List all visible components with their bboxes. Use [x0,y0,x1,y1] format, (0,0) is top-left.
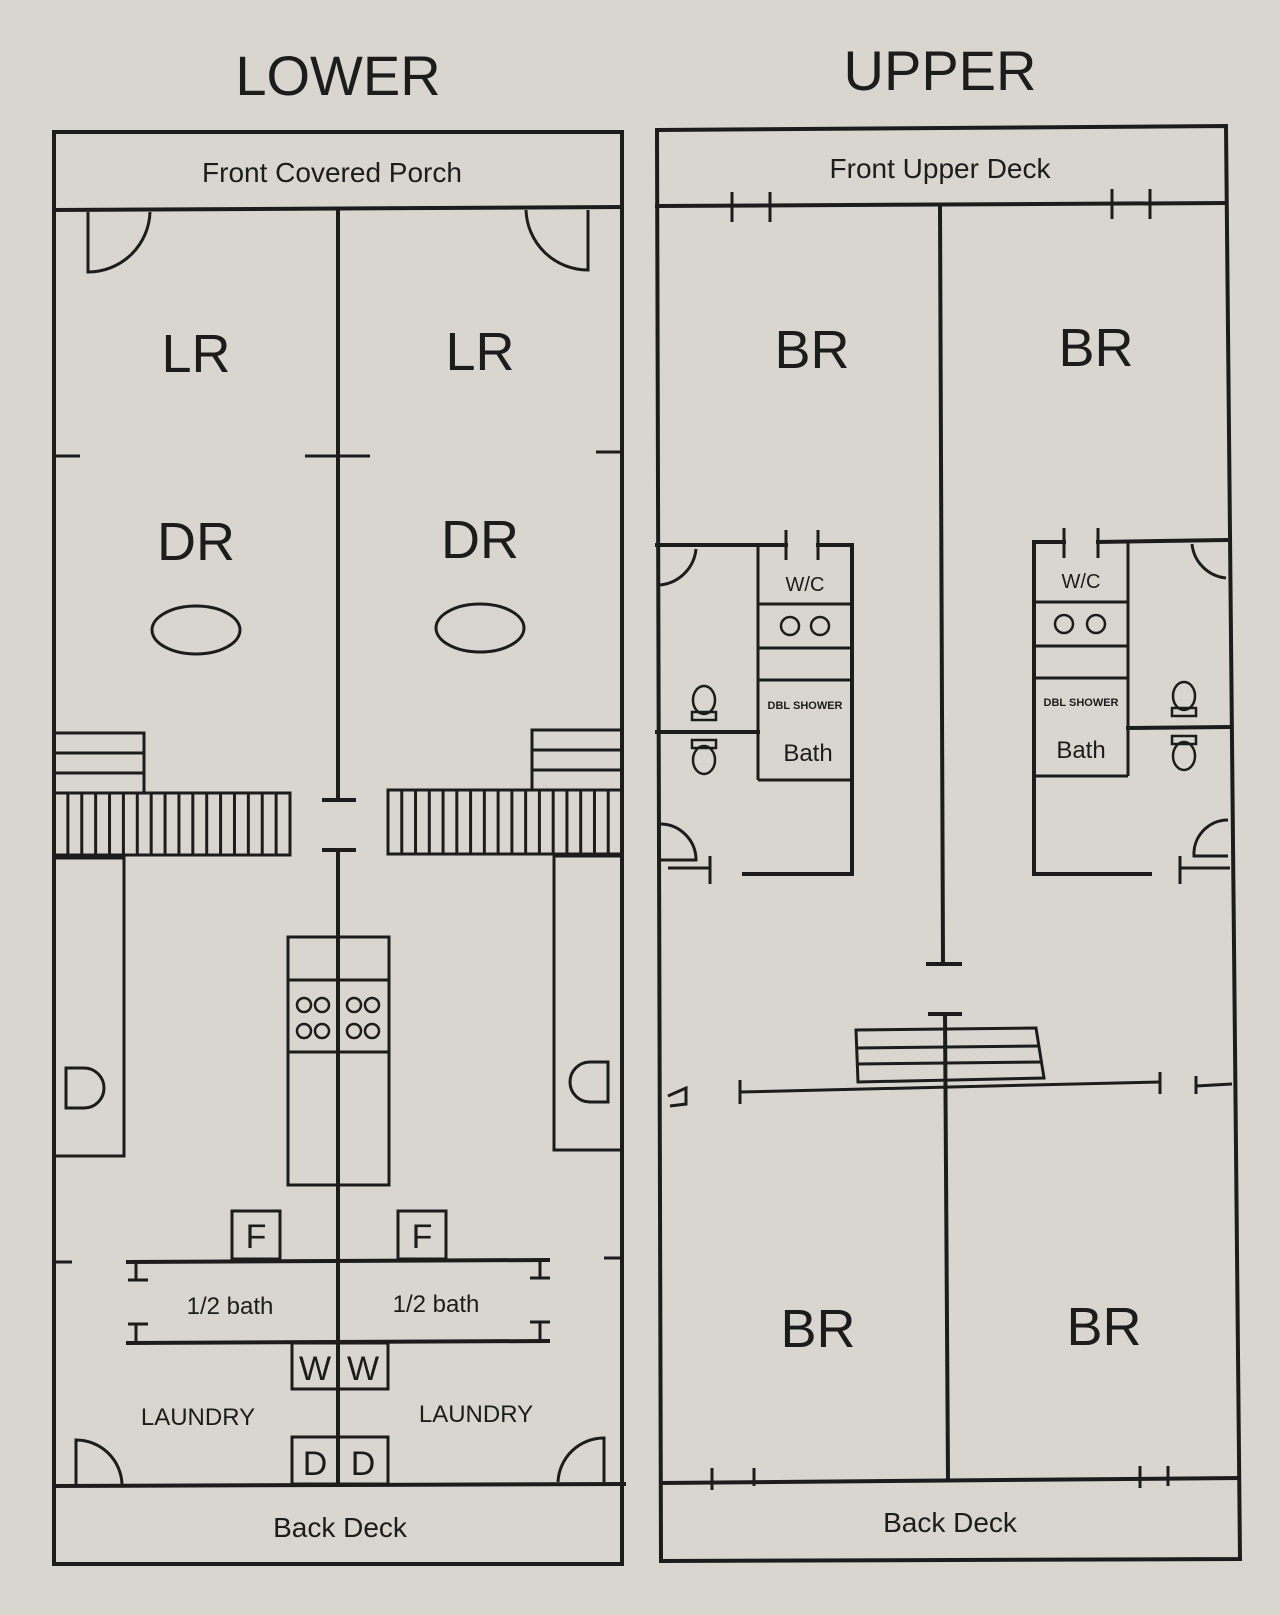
lower-right-lr-label: LR [445,322,514,382]
upper-right-bath-label: Bath [1056,737,1105,764]
lower-range-island [286,935,391,1187]
lower-right-stairs [386,728,624,856]
lower-right-back-door [556,1436,606,1483]
lower-left-half-bath-label: 1/2 bath [187,1293,274,1320]
lower-left-washer-label: W [299,1350,331,1388]
lower-left-dr-label: DR [157,512,235,572]
upper-back-right-br-label: BR [1066,1297,1141,1357]
upper-left-bath-suite [655,530,854,884]
lower-right-fridge-label: F [412,1218,433,1256]
lower-left-dryer-label: D [303,1445,328,1483]
lower-left-front-door [86,211,152,274]
upper-back-deck-label: Back Deck [883,1507,1018,1538]
upper-left-bath-label: Bath [783,740,832,767]
upper-back-left-br-label: BR [780,1299,855,1359]
lower-left-laundry-label: LAUNDRY [141,1404,255,1431]
lower-right-counter [552,854,622,1152]
lower-left-counter [54,856,126,1158]
lower-floor-title: LOWER [235,44,440,107]
lower-right-washer [336,1341,390,1391]
upper-left-wc-label: W/C [786,574,825,596]
upper-right-shower-label: DBL SHOWER [1044,697,1119,709]
lower-left-half-bath-doors [128,1262,148,1343]
lower-left-fridge-label: F [246,1218,267,1256]
lower-right-cooktop [345,996,381,1040]
lower-right-half-bath-doors [530,1260,550,1341]
lower-right-dining-table [434,602,526,654]
lower-left-dining-table [150,604,242,656]
front-upper-deck-label: Front Upper Deck [830,153,1052,184]
upper-floor-title: UPPER [844,39,1037,102]
lower-right-half-bath-label: 1/2 bath [393,1291,480,1318]
lower-left-fridge [230,1209,282,1261]
upper-front-left-br-label: BR [774,320,849,380]
upper-back-deck-doors [710,1466,1170,1490]
front-covered-porch-label: Front Covered Porch [202,157,462,188]
lower-back-deck-label: Back Deck [273,1512,408,1543]
lower-half-bath-wall-top [125,1257,551,1265]
lower-left-cooktop [295,996,331,1040]
upper-stair-opening [667,1026,1233,1108]
lower-right-sink [568,1060,610,1104]
lower-right-dr-label: DR [441,510,519,570]
upper-center-wall-back [942,1011,951,1483]
lower-right-washer-label: W [347,1350,379,1388]
upper-floor: Front Upper Deck Back Deck BR BR BR BR [654,123,1243,1564]
upper-left-shower-label: DBL SHOWER [768,700,843,712]
upper-right-bath-suite [1032,528,1231,884]
lower-right-front-door [524,209,590,272]
lower-right-dryer-label: D [351,1445,376,1483]
upper-center-wall-front [937,203,946,967]
lower-floor: Front Covered Porch Back Deck LR LR DR D… [51,130,627,1566]
upper-front-right-br-label: BR [1058,318,1133,378]
lower-left-back-door [74,1438,124,1485]
lower-left-stairs [52,731,292,857]
upper-outer-wall [654,123,1243,1564]
upper-right-wc-label: W/C [1062,571,1101,593]
upper-front-deck-doors [730,189,1152,222]
lower-right-laundry-label: LAUNDRY [419,1401,533,1428]
lower-right-dryer [336,1435,390,1486]
lower-left-lr-label: LR [161,324,230,384]
lower-left-sink [64,1066,106,1110]
